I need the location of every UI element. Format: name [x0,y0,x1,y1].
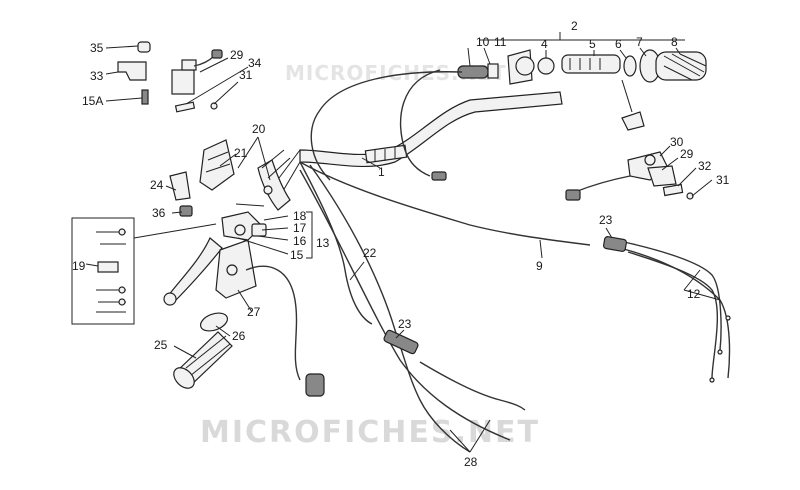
parts-box-19 [71,217,217,325]
callout-5: 5 [589,37,596,51]
callout-35: 35 [90,41,104,55]
callout-12: 12 [687,287,701,301]
callout-21: 21 [234,146,248,160]
callout-28: 28 [464,455,478,469]
callout-8: 8 [671,35,678,49]
leader-lines [85,45,721,453]
callout-33: 33 [90,69,104,83]
callout-32: 32 [698,159,712,173]
callout-18: 18 [293,209,307,223]
right-switch-lever [565,151,694,201]
callout-23-left: 23 [398,317,412,331]
callout-26: 26 [232,329,246,343]
callout-31-right: 31 [716,173,730,187]
callout-9: 9 [536,259,543,273]
callout-17: 17 [293,221,307,235]
handlebar [269,91,563,197]
callout-30: 30 [670,135,684,149]
callout-7: 7 [636,35,643,49]
callout-11: 11 [494,35,507,49]
callout-6: 6 [615,37,622,51]
watermark-bottom: MICROFICHES.NET [200,415,540,450]
throttle-assembly [457,32,707,131]
callout-15a: 15A [82,94,103,108]
callout-1: 1 [378,165,385,179]
callout-13: 13 [316,236,330,250]
callout-24: 24 [150,178,164,192]
callout-2: 2 [571,19,578,33]
left-switch-and-grip [173,239,325,397]
callout-labels: 1 2 4 5 6 7 8 9 10 11 12 13 15 15A 16 17… [72,19,730,469]
control-cables [299,69,731,453]
callout-15: 15 [290,248,304,262]
callout-31-left: 31 [239,68,253,82]
callout-22: 22 [363,246,377,260]
callout-29-left: 29 [230,48,244,62]
callout-4: 4 [541,37,548,51]
callout-23-right: 23 [599,213,613,227]
callout-10: 10 [476,35,490,49]
callout-25: 25 [154,338,168,352]
callout-20: 20 [252,122,266,136]
callout-36: 36 [152,206,166,220]
left-lever-assembly [163,139,291,306]
callout-19: 19 [72,259,86,273]
callout-16: 16 [293,234,307,248]
callout-29-right: 29 [680,147,694,161]
callout-27: 27 [247,305,261,319]
top-left-small-parts [117,41,223,113]
callout-34: 34 [248,56,262,70]
